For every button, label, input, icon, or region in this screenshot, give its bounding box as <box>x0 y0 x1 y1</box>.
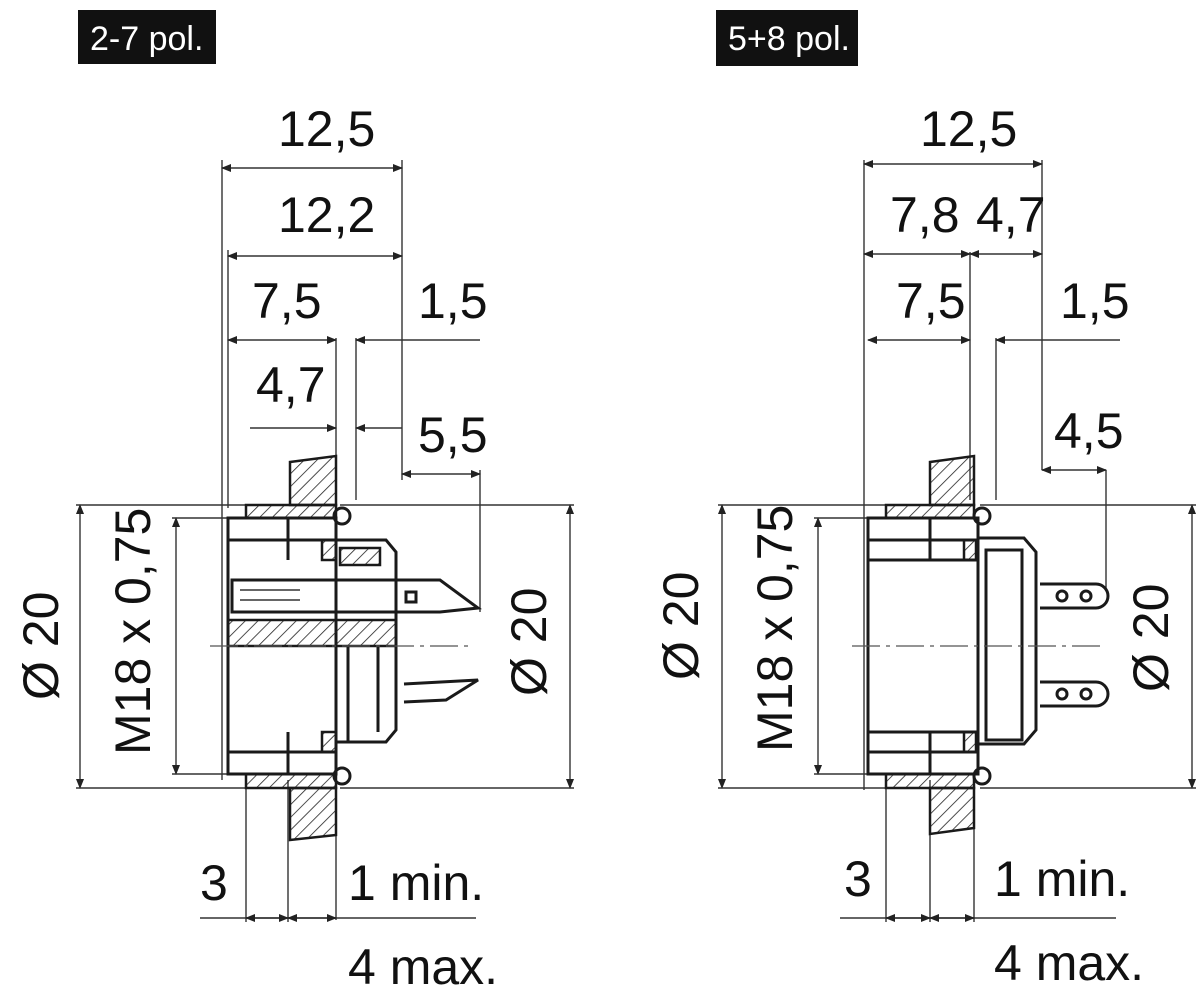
left-tag: 2-7 pol. <box>90 20 203 58</box>
panel-top <box>288 454 338 507</box>
right-dim-outer-diameter-left: Ø 20 <box>653 572 709 680</box>
left-dim-flange-gap: 1,5 <box>418 273 488 329</box>
contact-pin-upper <box>230 578 483 614</box>
gasket-top <box>962 538 978 562</box>
right-dim-rear-width: 4,7 <box>976 187 1046 243</box>
left-dim-front-depth: 4,7 <box>256 357 326 413</box>
right-dim-overall-width: 12,5 <box>920 101 1017 157</box>
o-ring-top <box>332 506 352 526</box>
right-dim-outer-diameter-right: Ø 20 <box>1123 584 1179 692</box>
left-tag-background <box>78 10 216 64</box>
gasket-bottom <box>962 730 978 754</box>
left-drawing: 2-7 pol. <box>13 10 574 995</box>
left-dim-body-width: 7,5 <box>252 273 322 329</box>
panel-top <box>928 454 976 507</box>
left-dim-panel-min: 1 min. <box>348 855 484 911</box>
right-dim-flange-gap: 1,5 <box>1060 273 1130 329</box>
right-dim-panel-min: 1 min. <box>994 851 1130 907</box>
right-dim-pin-length: 4,5 <box>1054 403 1124 459</box>
rear-flange <box>978 536 1038 746</box>
left-dim-inner-width: 12,2 <box>278 187 375 243</box>
right-dim-panel-max: 4 max. <box>994 935 1144 991</box>
right-dim-front-width: 7,8 <box>890 187 960 243</box>
right-dim-thread: M18 x 0,75 <box>747 505 803 752</box>
flange-section <box>338 546 382 567</box>
right-dim-nut-thickness: 3 <box>844 851 872 907</box>
left-dim-overall-width: 12,5 <box>278 101 375 157</box>
right-dim-body-width: 7,5 <box>896 273 966 329</box>
nut-top <box>884 503 976 520</box>
rear-insulator <box>984 548 1024 742</box>
solder-pin-upper <box>1040 582 1110 610</box>
panel-bottom <box>928 786 976 836</box>
panel-bottom <box>288 786 338 842</box>
gasket-top <box>320 538 338 562</box>
nut-top <box>244 503 338 520</box>
nut-bottom <box>244 772 338 790</box>
left-dim-thread: M18 x 0,75 <box>105 508 161 755</box>
left-dim-outer-diameter-right: Ø 20 <box>501 588 557 696</box>
gasket-bottom <box>320 730 338 754</box>
left-dim-pin-length: 5,5 <box>418 407 488 463</box>
pin-hole <box>404 590 418 604</box>
contact-pin-lower <box>403 678 479 704</box>
right-tag-background <box>716 10 858 66</box>
insulator-section <box>226 618 398 648</box>
right-tag: 5+8 pol. <box>728 20 850 58</box>
left-dim-outer-diameter-left: Ø 20 <box>13 592 69 700</box>
left-dim-panel-max: 4 max. <box>348 939 498 995</box>
solder-pin-lower <box>1040 680 1110 708</box>
nut-bottom <box>884 772 976 790</box>
o-ring-bottom <box>332 766 352 786</box>
o-ring-bottom <box>972 766 992 786</box>
right-drawing: 5+8 pol. <box>653 10 1196 991</box>
o-ring-top <box>972 506 992 526</box>
left-dim-nut-thickness: 3 <box>200 855 228 911</box>
